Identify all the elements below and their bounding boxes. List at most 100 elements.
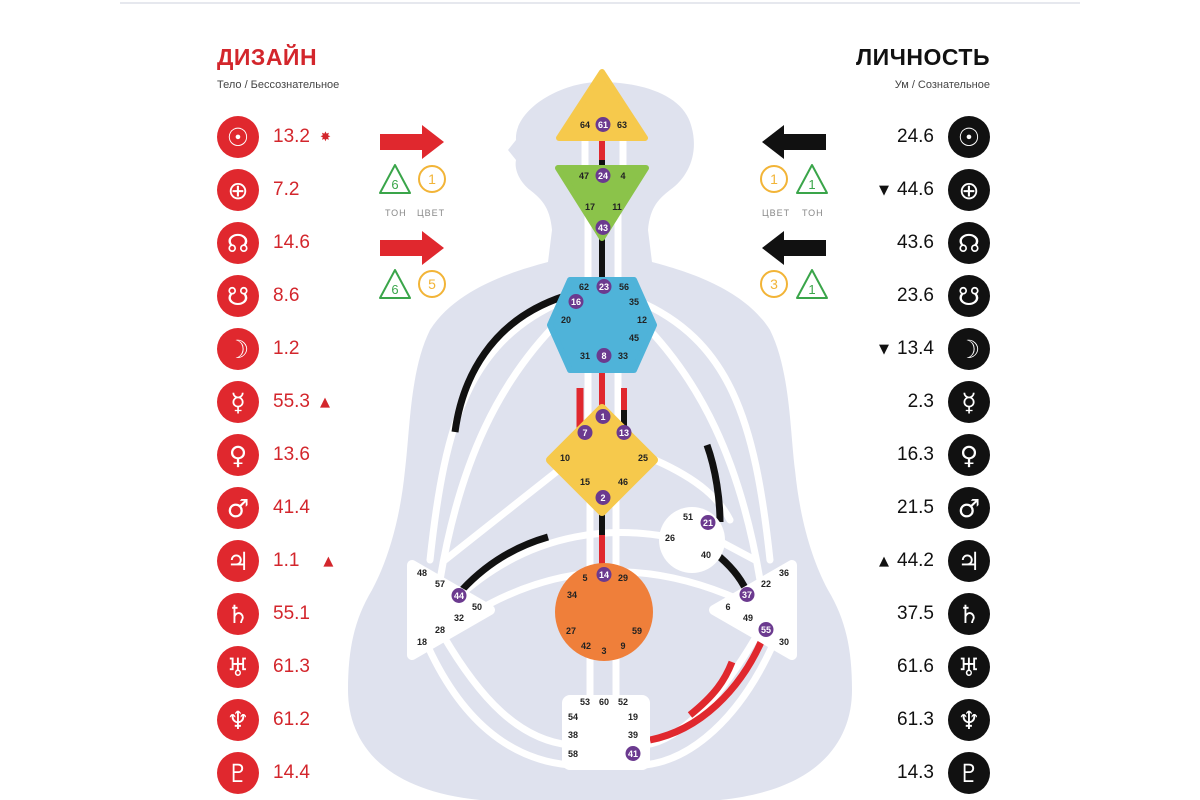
gate-number: 59 [632,626,642,636]
gate-g-3: 10 [560,453,570,463]
gate-sacral-4: 27 [566,626,576,636]
personality-row-sun: 24.6☉ [889,116,990,158]
personality-fixing-mark: ▼ [879,341,890,357]
personality-row-neptune: 61.3 ♆ [889,699,990,741]
personality-gate-line-value: 43.6 [897,232,934,253]
gate-sacral-0: 5 [582,573,587,583]
gate-throat-9: 8 [596,348,612,363]
gate-spleen-1: 57 [435,579,445,589]
gate-sacral-5: 59 [632,626,642,636]
gate-heart-1: 21 [700,515,716,530]
design-fixing-mark: ▲ [319,394,330,410]
gate-number: 33 [618,351,628,361]
gate-ajna-2: 4 [620,171,625,181]
gate-spleen-2: 44 [451,588,467,603]
neptune-icon: ♆ [217,699,259,741]
gate-number: 3 [601,646,606,656]
gate-number: 56 [619,282,629,292]
design-gate-line-value: 61.3 [273,656,310,677]
design-gate-line-value: 55.3 [273,391,310,412]
personality-gate-line-value: 21.5 [897,497,934,518]
personality-gate-line-value: 23.6 [897,285,934,306]
personality-gate-line-value: 61.6 [897,656,934,677]
personality-gate-line-value: 44.6 [897,179,934,200]
gate-root-7: 58 [568,749,578,759]
personality-row-earth: ▼44.6⊕ [879,169,990,211]
gate-number: 40 [701,550,711,560]
design-gate-line-value: 13.6 [273,444,310,465]
neptune-icon: ♆ [948,699,990,741]
gate-number: 26 [665,533,675,543]
gate-number: 37 [742,590,752,600]
gate-number: 57 [435,579,445,589]
design-subtitle: Тело / Бессознательное [217,79,340,91]
mars-icon: ♂ [217,487,259,529]
design-gate-line-value: 41.4 [273,497,310,518]
personality-gate-line-value: 44.2 [897,550,934,571]
venus-icon: ♀ [217,434,259,476]
personality-gate-line-value: 61.3 [897,709,934,730]
design-gate-line-value: 8.6 [273,285,300,306]
gate-number: 13 [619,428,629,438]
gate-heart-0: 51 [683,512,693,522]
gate-number: 4 [620,171,625,181]
personality-arrow-bottom-icon [762,231,826,265]
design-color-label: ЦВЕТ [417,208,446,218]
gate-root-6: 39 [628,730,638,740]
gate-number: 22 [761,579,771,589]
gate-number: 62 [579,282,589,292]
gate-number: 52 [618,697,628,707]
personality-color-label: ЦВЕТ [762,208,791,218]
gate-number: 9 [620,641,625,651]
gate-number: 46 [618,477,628,487]
gate-root-1: 60 [599,697,609,707]
saturn-icon: ♄ [948,593,990,635]
gate-solar-2: 37 [739,587,755,602]
design-row-moon: ☽1.2 [217,328,309,370]
gate-head-1: 61 [595,117,611,132]
mars-icon: ♂ [948,487,990,529]
design-row-pluto: ♇14.4 [217,752,320,794]
personality-gate-line-value: 37.5 [897,603,934,624]
design-gate-line-value: 14.4 [273,762,310,783]
gate-number: 49 [743,613,753,623]
gate-g-6: 46 [618,477,628,487]
gate-number: 45 [629,333,639,343]
gate-number: 63 [617,120,627,130]
personality-row-uranus: 61.6♅ [889,646,990,688]
gate-number: 34 [567,590,577,600]
gate-sacral-2: 29 [618,573,628,583]
gate-number: 18 [417,637,427,647]
gate-heart-3: 40 [701,550,711,560]
gate-number: 41 [628,749,638,759]
gate-solar-4: 49 [743,613,753,623]
design-row-mercury: ☿55.3▲ [217,381,330,423]
design-row-jupiter: ♃1.1▲ [217,540,333,582]
personality-tone-2: 1 [808,282,815,297]
gate-sacral-1: 14 [596,567,612,582]
gate-number: 36 [779,568,789,578]
gate-number: 44 [454,591,464,601]
design-row-sun: ☉13.2✸ [217,116,331,158]
design-gate-line-value: 1.2 [273,338,300,359]
gate-number: 61 [598,120,608,130]
personality-tone-label: ТОН [802,208,824,218]
sun-icon: ☉ [217,116,259,158]
gate-number: 27 [566,626,576,636]
moon-icon: ☽ [948,328,990,370]
gate-throat-5: 20 [561,315,571,325]
personality-gate-line-value: 24.6 [897,126,934,147]
design-row-mars: ♂ 41.4 [217,487,320,529]
design-row-venus: ♀ 13.6 [217,434,320,476]
gate-throat-8: 31 [580,351,590,361]
gate-number: 48 [417,568,427,578]
gate-number: 25 [638,453,648,463]
design-row-neptune: ♆61.2 [217,699,320,741]
personality-row-moon: ▼13.4☽ [879,328,990,370]
design-tone-2: 6 [391,282,398,297]
gate-g-5: 15 [580,477,590,487]
gate-number: 24 [598,171,608,181]
gate-head-0: 64 [580,120,590,130]
personality-row-south-node: 23.6☋ [889,275,990,317]
